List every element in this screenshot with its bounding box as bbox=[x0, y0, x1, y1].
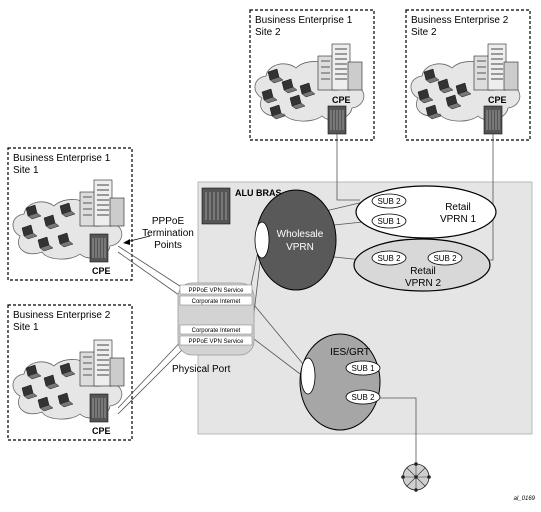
ies-grt-ellipse bbox=[299, 333, 381, 431]
sub-label: SUB 2 bbox=[433, 254, 457, 263]
bras-title: ALU BRAS bbox=[235, 188, 282, 198]
building-icon bbox=[79, 339, 125, 387]
sub-badge bbox=[345, 360, 381, 376]
retail-vprn-1-label: VPRN 1 bbox=[440, 214, 477, 225]
ies-grt-label: IES/GRT bbox=[330, 347, 370, 358]
sub-label: SUB 2 bbox=[377, 197, 401, 206]
pppoe-termination: PPPoE Termination Points bbox=[123, 216, 194, 251]
cpe-router-icon bbox=[483, 105, 503, 135]
link-to-ies bbox=[249, 299, 309, 371]
sub-label: SUB 1 bbox=[377, 217, 401, 226]
building-icon bbox=[317, 43, 363, 91]
link-be1-site2 bbox=[336, 134, 360, 201]
site-be2-site2-title: Business Enterprise 2 bbox=[411, 15, 509, 26]
site-be1-site2-title: Business Enterprise 1 bbox=[255, 15, 353, 26]
internet-globe-icon bbox=[401, 462, 431, 492]
sub-badge bbox=[371, 250, 407, 266]
wholesale-vprn-label: Wholesale bbox=[277, 229, 324, 240]
service-label: Corporate Internet bbox=[192, 328, 241, 334]
building-icon bbox=[79, 179, 125, 227]
retail-vprn-1-ellipse bbox=[355, 185, 497, 239]
service-tag bbox=[179, 284, 253, 295]
site-be2-site1-title: Business Enterprise 2 bbox=[13, 310, 111, 321]
pppoe-label: Points bbox=[154, 240, 182, 251]
retail-vprn-2: SUB 2 SUB 2 Retail VPRN 2 bbox=[353, 238, 491, 292]
cpe-router-icon bbox=[89, 393, 109, 423]
site-be1-site1-title: Business Enterprise 1 bbox=[13, 153, 111, 164]
service-label: PPPoE VPN Service bbox=[188, 288, 244, 294]
service-tag bbox=[179, 324, 253, 335]
site-be1-site1: Business Enterprise 1 Site 1 CPE bbox=[7, 147, 133, 281]
ies-interface bbox=[300, 357, 316, 395]
pppoe-label: Termination bbox=[142, 228, 194, 239]
site-be2-site2: Business Enterprise 2 Site 2 CPE bbox=[405, 9, 531, 141]
link-be2-site1 bbox=[117, 335, 187, 409]
link-be1-site1 bbox=[117, 251, 187, 301]
physical-port: PPPoE VPN Service Corporate Internet Cor… bbox=[172, 282, 255, 375]
sub-badge bbox=[427, 250, 463, 266]
site-be1-site1-subtitle: Site 1 bbox=[13, 165, 39, 176]
sub-label: SUB 2 bbox=[351, 393, 375, 402]
retail-vprn-2-label: Retail bbox=[410, 266, 436, 277]
figure-id: al_0169 bbox=[514, 496, 536, 502]
cpe-label: CPE bbox=[332, 95, 351, 105]
sub-label: SUB 2 bbox=[377, 254, 401, 263]
service-tag bbox=[179, 335, 253, 346]
retail-vprn-1: SUB 2 SUB 1 Retail VPRN 1 bbox=[355, 185, 497, 239]
physical-port-label: Physical Port bbox=[172, 364, 231, 375]
service-label: Corporate Internet bbox=[192, 299, 241, 305]
building-icon bbox=[473, 43, 519, 91]
cpe-label: CPE bbox=[92, 266, 111, 276]
retail-vprn-1-label: Retail bbox=[445, 202, 471, 213]
link-be1-site1 bbox=[117, 245, 187, 291]
site-be2-site1: Business Enterprise 2 Site 1 CPE bbox=[7, 304, 133, 441]
site-be1-site2-subtitle: Site 2 bbox=[255, 27, 281, 38]
site-be1-site2: Business Enterprise 1 Site 2 CPE bbox=[249, 9, 375, 141]
arrowhead-icon bbox=[123, 239, 130, 245]
sub-badge bbox=[345, 389, 381, 405]
cpe-router-icon bbox=[89, 233, 109, 263]
wholesale-vprn-label: VPRN bbox=[286, 242, 314, 253]
service-label: PPPoE VPN Service bbox=[188, 339, 244, 345]
site-be2-site2-subtitle: Site 2 bbox=[411, 27, 437, 38]
sub-label: SUB 1 bbox=[351, 364, 375, 373]
cpe-label: CPE bbox=[488, 95, 507, 105]
wholesale-vprn: Wholesale VPRN bbox=[254, 189, 337, 291]
sub-badge bbox=[371, 213, 407, 229]
service-tag bbox=[179, 295, 253, 306]
cpe-label: CPE bbox=[92, 426, 111, 436]
pppoe-label: PPPoE bbox=[152, 216, 185, 227]
ies-grt: IES/GRT SUB 1 SUB 2 bbox=[299, 333, 381, 431]
sub-badge bbox=[371, 193, 407, 209]
link-be2-site1 bbox=[117, 345, 187, 415]
link-to-ies bbox=[249, 335, 309, 381]
wholesale-interface bbox=[254, 221, 270, 259]
retail-vprn-2-label: VPRN 2 bbox=[405, 278, 442, 289]
bras-router-icon bbox=[201, 187, 231, 225]
cpe-router-icon bbox=[327, 105, 347, 135]
site-be2-site1-subtitle: Site 1 bbox=[13, 322, 39, 333]
